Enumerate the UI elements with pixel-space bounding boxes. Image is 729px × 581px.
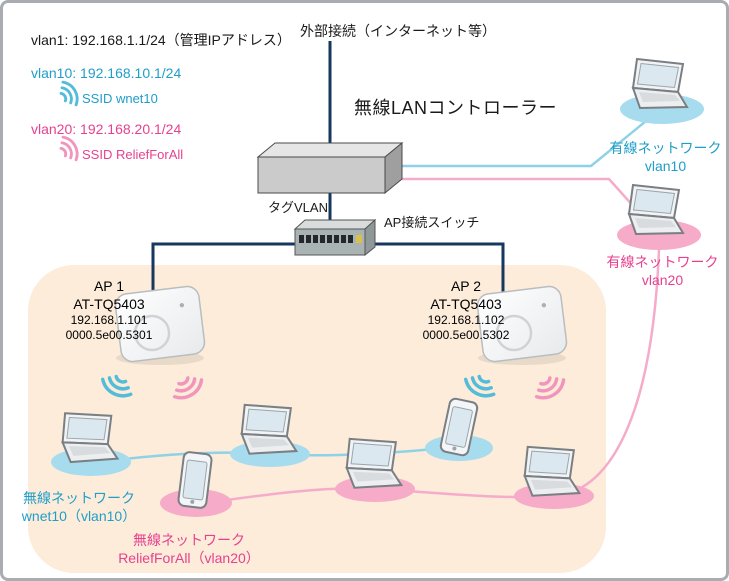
wired-vlan10-label: 有線ネットワーク vlan10: [603, 139, 726, 175]
ap2-mac: 0000.5e00.5302: [422, 328, 510, 342]
wifi-waves-legend-relief-icon: [55, 132, 83, 165]
ap-switch-device: [293, 218, 377, 257]
vlan10-label: vlan10: 192.168.10.1/24: [31, 65, 182, 81]
external-link-label: 外部接続（インターネット等）: [300, 23, 496, 39]
trunk-links: [151, 41, 505, 303]
diagram-graphics: [28, 41, 704, 573]
ap2-model: AT-TQ5403: [430, 296, 502, 312]
wireless-wnet10-title: 無線ネットワーク: [23, 490, 135, 506]
laptop-icon-wired-vlan10: [632, 58, 688, 109]
link-switch-ap1: [151, 242, 303, 303]
ap1-model: AT-TQ5403: [73, 296, 145, 312]
wlan-controller-device: [256, 141, 404, 195]
ap1-name: AP 1: [93, 278, 125, 294]
wired-vlan10-vlan: vlan10: [644, 158, 687, 174]
vlan20-label: vlan20: 192.168.20.1/24: [31, 121, 182, 137]
ap1-info: AP 1 AT-TQ5403 192.168.1.101 0000.5e00.5…: [53, 277, 165, 343]
controller-label: 無線LANコントローラー: [354, 98, 558, 118]
laptop-icon-wireless-vlan10-2: [239, 402, 298, 455]
ap1-ip: 192.168.1.101: [70, 313, 148, 327]
link-switch-ap2: [359, 242, 505, 303]
laptop-icon-wireless-vlan20-2: [522, 444, 581, 497]
ap2-info: AP 2 AT-TQ5403 192.168.1.102 0000.5e00.5…: [410, 277, 522, 343]
wired-vlan20-vlan: vlan20: [641, 272, 684, 288]
phone-icon-wireless-vlan20: [176, 450, 214, 510]
wired-vlan20-label: 有線ネットワーク vlan20: [600, 253, 725, 289]
ssid-relief-label: SSID ReliefForAll: [82, 147, 184, 162]
wireless-relief-label: 無線ネットワーク ReliefForAll（vlan20）: [106, 531, 272, 567]
segment-vlan20-wireless: [197, 248, 661, 506]
wireless-relief-detail: ReliefForAll（vlan20）: [118, 550, 260, 566]
tag-vlan-label: タグVLAN: [268, 200, 328, 215]
switch-ports: [299, 235, 353, 243]
wifi-waves-legend-wnet10-icon: [55, 77, 83, 110]
laptop-icon-wireless-vlan20-1: [344, 436, 403, 489]
wireless-wnet10-label: 無線ネットワーク wnet10（vlan10）: [11, 489, 147, 525]
ap2-name: AP 2: [450, 278, 482, 294]
link-controller-wired-vlan10: [402, 120, 647, 168]
wireless-wnet10-detail: wnet10（vlan10）: [21, 508, 137, 524]
wired-vlan20-title: 有線ネットワーク: [606, 254, 719, 270]
wireless-relief-title: 無線ネットワーク: [133, 532, 245, 548]
ssid-wnet10-label: SSID wnet10: [82, 91, 158, 106]
laptop-icon-wireless-vlan10-1: [60, 409, 119, 464]
ap1-mac: 0000.5e00.5301: [65, 328, 153, 342]
wired-vlan10-title: 有線ネットワーク: [609, 140, 722, 156]
ap-switch-label: AP接続スイッチ: [384, 215, 480, 230]
laptop-icon-wired-vlan20: [628, 184, 684, 235]
ap2-ip: 192.168.1.102: [427, 313, 505, 327]
vlan1-label: vlan1: 192.168.1.1/24（管理IPアドレス）: [31, 32, 291, 48]
